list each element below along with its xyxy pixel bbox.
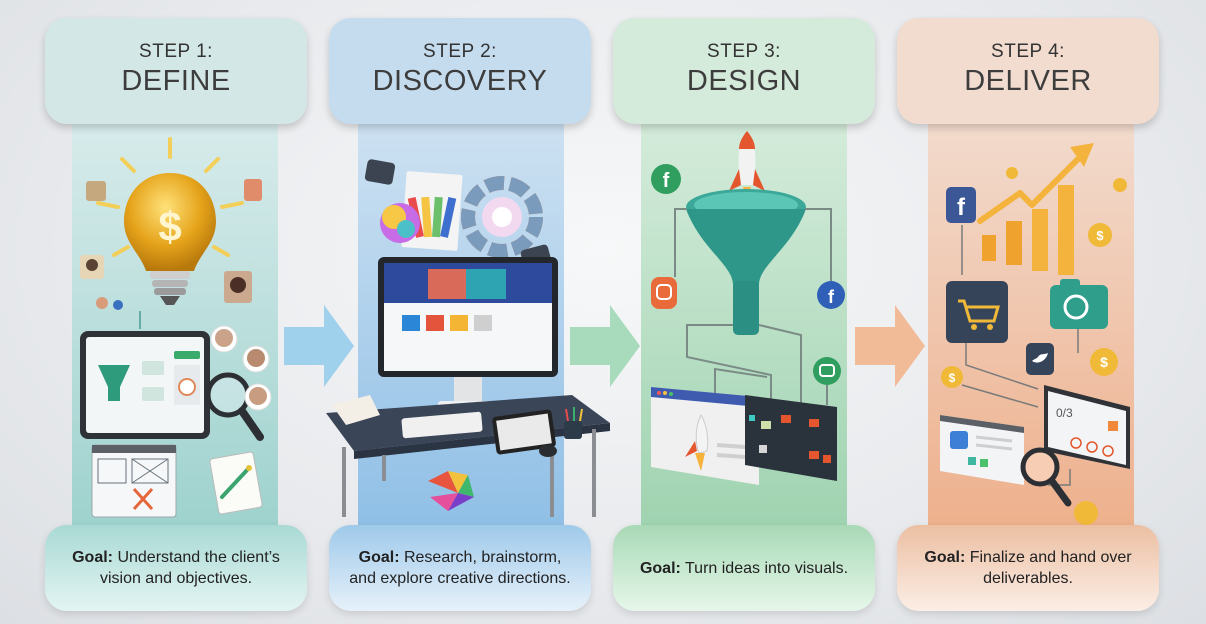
mouse <box>539 445 557 457</box>
step-number: STEP 1: <box>139 41 213 62</box>
document-window <box>940 415 1024 485</box>
arrow-right-icon <box>570 305 640 387</box>
goal-text: Goal: Research, brainstorm, and explore … <box>345 547 575 589</box>
twitter-icon <box>1026 343 1054 375</box>
step-2-goal: Goal: Research, brainstorm, and explore … <box>329 525 591 611</box>
pen-cup <box>564 421 582 439</box>
coin-icon: $ $ $ <box>941 167 1127 525</box>
goal-description: Understand the client’s vision and objec… <box>99 549 280 587</box>
facebook-icon: f <box>817 281 845 309</box>
funnel-dashboard-tablet <box>80 331 210 439</box>
step-title: DEFINE <box>121 65 231 97</box>
step-title: DISCOVERY <box>372 65 548 97</box>
step-number: STEP 4: <box>991 41 1065 62</box>
svg-text:f: f <box>663 170 670 192</box>
magnifier-icon <box>1020 447 1072 507</box>
step-3-header: STEP 3: DESIGN <box>613 18 875 124</box>
avatar-circles <box>210 325 272 411</box>
step-number: STEP 2: <box>423 41 497 62</box>
control-panel <box>745 395 837 481</box>
facebook-icon: f <box>946 187 976 223</box>
goal-label: Goal: <box>639 559 681 577</box>
rocket-icon <box>729 131 765 201</box>
step-3-goal: Goal: Turn ideas into visuals. <box>613 525 875 611</box>
svg-text:$: $ <box>158 203 181 250</box>
svg-text:$: $ <box>949 371 956 385</box>
goal-text: Goal: Finalize and hand over deliverable… <box>913 547 1143 589</box>
goal-label: Goal: <box>72 549 113 566</box>
define-illustration: $ <box>80 137 272 518</box>
keyboard <box>401 411 483 439</box>
notepad-pencil-icon <box>209 451 263 515</box>
lightbulb-dollar-icon: $ <box>96 137 244 305</box>
chat-icon <box>813 357 841 385</box>
connector-lines <box>674 208 832 405</box>
camera-icon <box>1050 279 1108 329</box>
step-4-header: STEP 4: DELIVER <box>897 18 1159 124</box>
arrow-right-icon <box>284 305 354 387</box>
goal-description: Turn ideas into visuals. <box>685 559 849 577</box>
step-4-goal: Goal: Finalize and hand over deliverable… <box>897 525 1159 611</box>
design-illustration: f f <box>651 131 845 485</box>
goal-description: Research, brainstorm, and explore creati… <box>349 549 571 587</box>
magazines <box>332 395 380 425</box>
svg-text:$: $ <box>1100 354 1108 370</box>
facebook-icon: f <box>651 164 681 194</box>
deliver-illustration: $ $ $ f 0/3 <box>940 143 1130 525</box>
goal-label: Goal: <box>358 549 400 566</box>
step-number: STEP 3: <box>707 41 781 62</box>
goal-text: Goal: Turn ideas into visuals. <box>640 558 848 579</box>
step-1-goal: Goal: Understand the client’s vision and… <box>45 525 307 611</box>
goal-text: Goal: Understand the client’s vision and… <box>61 547 291 589</box>
step-2-header: STEP 2: DISCOVERY <box>329 18 591 124</box>
avatar-photos <box>80 179 262 310</box>
goal-label: Goal: <box>924 549 966 566</box>
color-wheel-icon <box>461 176 543 258</box>
step-1-header: STEP 1: DEFINE <box>45 18 307 124</box>
instagram-icon <box>651 277 677 309</box>
discovery-illustration <box>326 159 610 517</box>
svg-text:f: f <box>957 194 966 221</box>
goal-description: Finalize and hand over deliverables. <box>969 549 1132 587</box>
step-title: DESIGN <box>686 65 802 97</box>
step-title: DELIVER <box>964 65 1092 97</box>
tool-badge <box>364 159 396 185</box>
svg-text:0/3: 0/3 <box>1056 406 1073 420</box>
wireframe-sketch <box>91 444 177 518</box>
svg-text:$: $ <box>1096 228 1104 243</box>
color-samples <box>428 471 474 511</box>
funnel-icon <box>686 189 806 335</box>
cart-icon <box>946 281 1008 343</box>
desktop-monitor <box>378 257 558 409</box>
svg-text:f: f <box>828 287 835 307</box>
growth-chart-icon <box>977 143 1094 275</box>
browser-window <box>651 387 759 485</box>
analytics-screen: 0/3 <box>1044 385 1130 469</box>
arrow-right-icon <box>855 305 925 387</box>
